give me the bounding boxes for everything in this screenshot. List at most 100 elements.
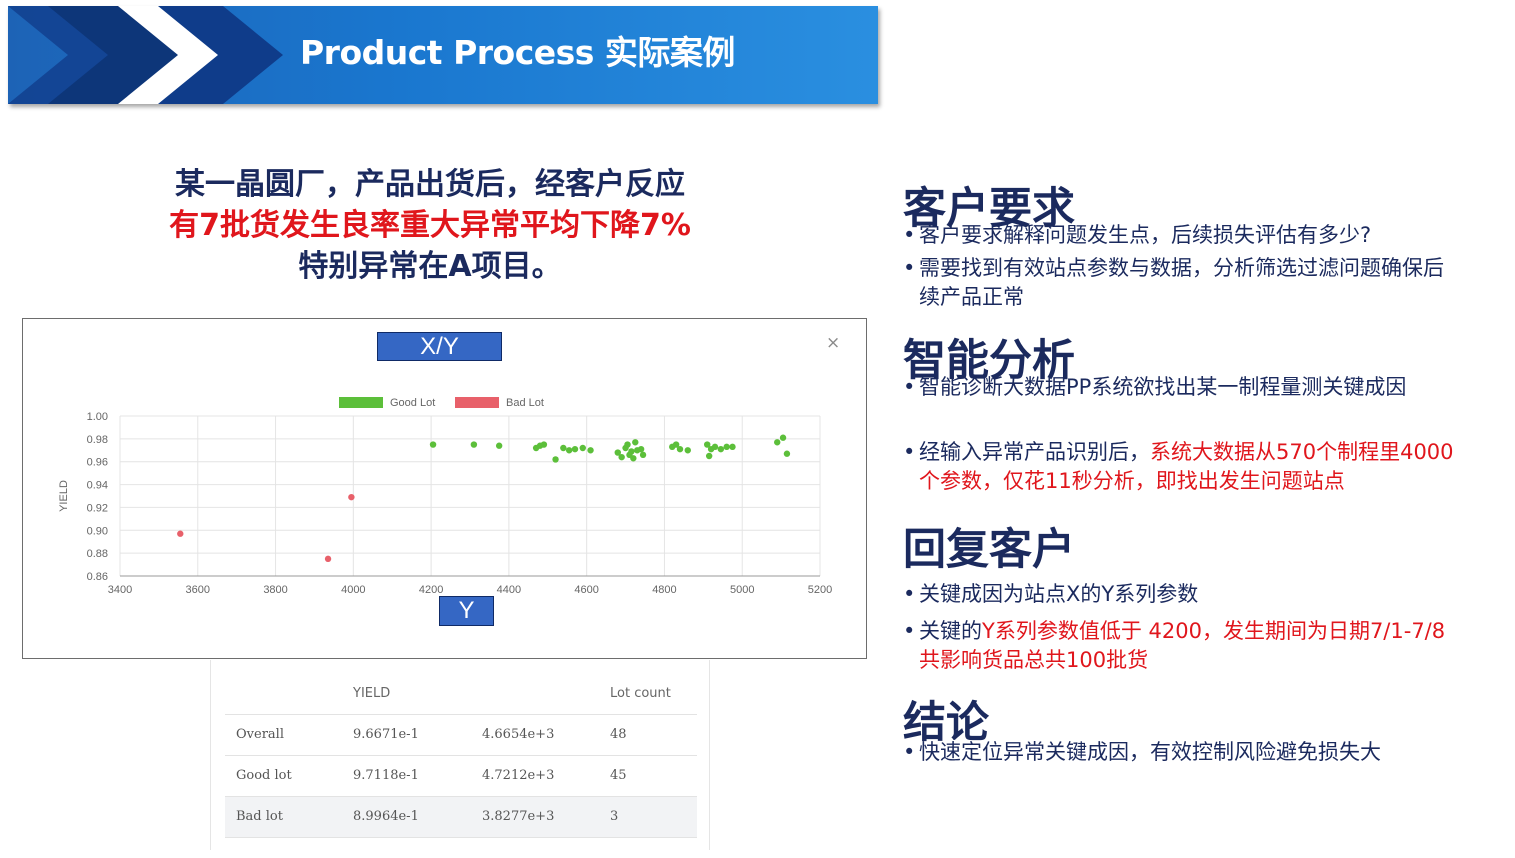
y-tick-label: 0.86 <box>87 571 108 583</box>
chevron-arrows-icon <box>8 6 283 104</box>
bullet-item: •关键成因为站点X的Y系列参数 <box>903 582 1199 606</box>
x-tick-label: 4400 <box>497 584 521 596</box>
table-row: Good lot 9.7118e-1 4.7212e+3 45 <box>225 755 697 797</box>
data-point <box>705 452 713 460</box>
y-tick-label: 0.94 <box>87 480 108 492</box>
intro-line-3: 特别异常在A项目。 <box>298 249 562 284</box>
data-point <box>723 443 730 451</box>
y-tick-label: 0.96 <box>87 457 108 469</box>
x-tick-label: 5000 <box>730 584 754 596</box>
x-tick-label: 3800 <box>263 584 287 596</box>
table-cell: 3 <box>599 796 697 838</box>
table-row: Overall 9.6671e-1 4.6654e+3 48 <box>225 714 697 756</box>
y-tick-label: 0.92 <box>87 502 108 514</box>
bullet-text-cont: 共影响货品总共100批货 <box>919 648 1149 672</box>
bullet-item: •客户要求解释问题发生点，后续损失评估有多少? <box>903 223 1372 247</box>
data-point <box>672 441 680 448</box>
intro-line-1: 某一晶圆厂，产品出货后，经客户反应 <box>175 167 685 202</box>
bullet-item: •需要找到有效站点参数与数据，分析筛选过滤问题确保后续产品正常 <box>903 254 1444 312</box>
table-cell: 45 <box>599 755 697 797</box>
data-point <box>565 447 573 454</box>
legend-swatch <box>339 397 383 408</box>
data-point <box>495 442 503 449</box>
data-point <box>552 456 559 463</box>
data-point <box>540 441 548 448</box>
data-point <box>560 444 567 452</box>
data-point <box>779 434 787 441</box>
bullet-item: •智能诊断大数据PP系统欲找出某一制程量测关键成因 <box>903 375 1407 399</box>
stats-header: YIELD <box>342 674 471 715</box>
stats-header <box>471 674 599 715</box>
bullet-text: 经输入异常产品识别后， <box>919 440 1150 464</box>
legend-label: Bad Lot <box>506 397 544 409</box>
y-tick-label: 0.90 <box>87 525 108 537</box>
section-heading-reply-customer: 回复客户 <box>903 525 1075 575</box>
data-point <box>711 443 719 451</box>
bullet-text: 智能诊断大数据PP系统欲找出某一制程量测关键成因 <box>919 375 1407 399</box>
data-point <box>324 555 332 563</box>
table-cell: Overall <box>225 714 342 756</box>
x-tick-label: 3400 <box>108 584 132 596</box>
x-tick-label: 4600 <box>574 584 598 596</box>
bullet-text: 快速定位异常关键成因，有效控制风险避免损失大 <box>919 740 1381 764</box>
intro-text: 某一晶圆厂，产品出货后，经客户反应 有7批货发生良率重大异常平均下降7% 特别异… <box>130 164 730 287</box>
data-point <box>571 445 579 453</box>
table-cell: 4.6654e+3 <box>471 714 599 756</box>
table-cell: 48 <box>599 714 697 756</box>
data-point <box>729 443 736 451</box>
y-tag: Y <box>439 596 494 626</box>
section-heading-customer-request: 客户要求 <box>903 184 1075 234</box>
table-cell: Bad lot <box>225 796 342 838</box>
data-point <box>630 455 637 462</box>
bullet-text: 关键成因为站点X的Y系列参数 <box>919 582 1199 606</box>
data-point <box>579 444 586 452</box>
x-tick-label: 3600 <box>186 584 210 596</box>
y-tick-label: 0.98 <box>87 434 108 446</box>
table-cell: 3.8277e+3 <box>471 796 599 838</box>
page-title: Product Process 实际案例 <box>300 33 735 72</box>
bullet-text: 需要找到有效站点参数与数据，分析筛选过滤问题确保后 <box>919 256 1444 280</box>
data-point <box>637 445 645 453</box>
stats-table: YIELD Lot count Overall 9.6671e-1 4.6654… <box>225 674 697 838</box>
bullet-text: 客户要求解释问题发生点，后续损失评估有多少? <box>919 223 1372 247</box>
table-cell: 4.7212e+3 <box>471 755 599 797</box>
data-point <box>774 439 781 446</box>
bullet-text-highlight: Y系列参数值低于 4200，发生期间为日期7/1-7/8 <box>982 619 1446 643</box>
stats-panel: YIELD Lot count Overall 9.6671e-1 4.6654… <box>210 660 710 850</box>
table-cell: Good lot <box>225 755 342 797</box>
legend-swatch <box>455 397 499 408</box>
bullet-text-highlight: 系统大数据从570个制程里4000 <box>1150 440 1454 464</box>
data-point <box>717 445 725 453</box>
data-point <box>614 449 621 456</box>
section-heading-conclusion: 结论 <box>903 698 989 748</box>
data-point <box>639 451 647 459</box>
data-point <box>632 439 639 446</box>
data-point <box>624 441 631 448</box>
data-point <box>676 445 684 453</box>
data-point <box>618 453 625 461</box>
table-cell: 9.7118e-1 <box>342 755 471 797</box>
header-banner: Product Process 实际案例 <box>8 6 878 104</box>
data-point <box>704 441 711 448</box>
y-tick-label: 0.88 <box>87 548 108 560</box>
section-heading-smart-analysis: 智能分析 <box>903 336 1075 386</box>
bullet-text-cont: 个参数，仅花11秒分析，即找出发生问题站点 <box>919 469 1345 493</box>
stats-header <box>225 674 342 715</box>
x-tick-label: 4000 <box>341 584 365 596</box>
y-tick-label: 1.00 <box>87 411 108 423</box>
intro-line-2: 有7批货发生良率重大异常平均下降7% <box>169 208 691 243</box>
data-point <box>470 441 478 448</box>
table-cell: 9.6671e-1 <box>342 714 471 756</box>
xy-tag: X/Y <box>377 332 502 361</box>
data-point <box>783 450 791 457</box>
data-point <box>587 447 594 454</box>
data-point <box>177 530 184 537</box>
data-point <box>348 493 355 501</box>
legend-label: Good Lot <box>390 397 435 409</box>
x-tick-label: 4200 <box>419 584 443 596</box>
stats-header-row: YIELD Lot count <box>225 674 697 715</box>
close-icon[interactable]: × <box>826 333 841 353</box>
